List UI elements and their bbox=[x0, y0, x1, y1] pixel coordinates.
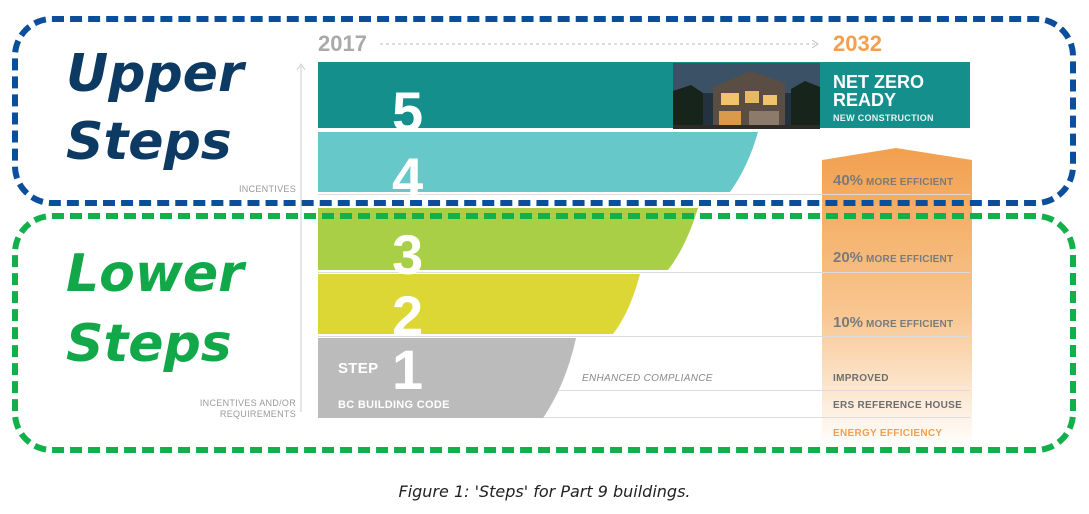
step-3-number: 3 bbox=[392, 223, 424, 286]
end-year: 2032 bbox=[833, 31, 882, 56]
figure-caption: Figure 1: 'Steps' for Part 9 buildings. bbox=[398, 482, 691, 501]
step-3-bar bbox=[318, 208, 698, 270]
guide-line bbox=[318, 417, 970, 418]
efficiency-10-label: MORE EFFICIENT bbox=[866, 319, 954, 330]
reference-label: ERS REFERENCE HOUSE bbox=[833, 400, 963, 411]
net-zero-sub: NEW CONSTRUCTION bbox=[833, 113, 934, 123]
vertical-axis-arrow-icon bbox=[296, 63, 306, 412]
house-photo bbox=[673, 63, 820, 129]
efficiency-10: 10%MORE EFFICIENT bbox=[833, 314, 953, 334]
energy-label: ENERGY EFFICIENCY bbox=[833, 428, 943, 439]
step-1-sublabel: BC BUILDING CODE bbox=[338, 399, 450, 411]
upper-steps-frame bbox=[12, 16, 1076, 206]
step-4-number: 4 bbox=[392, 146, 424, 209]
improved-label: IMPROVED bbox=[833, 373, 889, 384]
timeline-arrow-icon bbox=[380, 39, 819, 49]
upper-steps-label: Upper Steps bbox=[66, 44, 244, 172]
enhanced-compliance: ENHANCED COMPLIANCE bbox=[582, 373, 713, 384]
lower-steps-label: Lower Steps bbox=[66, 244, 244, 374]
guide-line bbox=[318, 390, 970, 391]
step-2-number: 2 bbox=[392, 284, 424, 347]
net-zero-title: NET ZERO READY bbox=[833, 73, 924, 109]
efficiency-40: 40%MORE EFFICIENT bbox=[833, 172, 953, 192]
guide-line bbox=[318, 194, 970, 195]
efficiency-20-pct: 20% bbox=[833, 249, 864, 266]
requirements-label: INCENTIVES AND/OR REQUIREMENTS bbox=[199, 398, 296, 419]
efficiency-20-label: MORE EFFICIENT bbox=[866, 254, 954, 265]
efficiency-20: 20%MORE EFFICIENT bbox=[833, 249, 953, 269]
step-5-number: 5 bbox=[392, 80, 424, 143]
guide-line bbox=[318, 336, 970, 337]
incentives-label: INCENTIVES bbox=[238, 184, 296, 194]
lower-steps-frame bbox=[12, 213, 1076, 453]
efficiency-40-label: MORE EFFICIENT bbox=[866, 177, 954, 188]
net-zero-line2: READY bbox=[833, 90, 897, 110]
step-1-bar bbox=[318, 338, 576, 418]
step-5-bar bbox=[318, 62, 970, 128]
guide-line bbox=[318, 272, 970, 273]
step-bars bbox=[318, 62, 970, 418]
efficiency-arrow bbox=[822, 148, 972, 448]
net-zero-line1: NET ZERO bbox=[833, 72, 925, 92]
step-2-bar bbox=[318, 274, 640, 334]
start-year: 2017 bbox=[318, 31, 367, 56]
step-4-bar bbox=[318, 132, 758, 192]
efficiency-10-pct: 10% bbox=[833, 314, 864, 331]
step-1-number: 1 bbox=[392, 338, 424, 401]
step-1-prefix: STEP bbox=[338, 360, 379, 377]
efficiency-40-pct: 40% bbox=[833, 172, 864, 189]
